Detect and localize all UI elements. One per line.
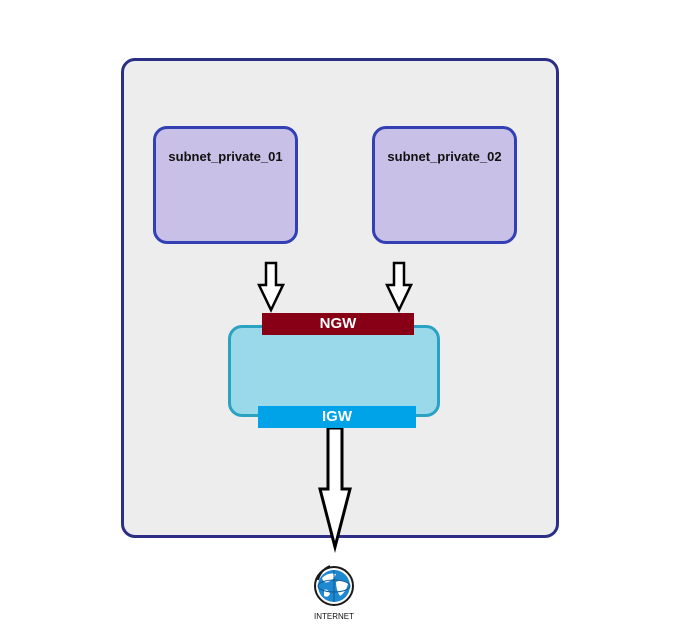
subnet-private-02-box: subnet_private_02	[372, 126, 517, 244]
arrow-subnet-01-to-ngw	[257, 261, 285, 313]
ngw-bar: NGW	[262, 313, 414, 335]
arrow-igw-to-internet	[318, 426, 352, 553]
subnet-private-01-box: subnet_private_01	[153, 126, 298, 244]
internet-label: INTERNET	[314, 612, 354, 621]
globe-icon	[314, 565, 354, 606]
subnet-private-01-label: subnet_private_01	[168, 149, 283, 164]
igw-bar: IGW	[258, 406, 416, 428]
subnet-private-02-label: subnet_private_02	[387, 149, 502, 164]
arrow-subnet-02-to-ngw	[385, 261, 413, 313]
internet-node: INTERNET	[310, 560, 358, 624]
